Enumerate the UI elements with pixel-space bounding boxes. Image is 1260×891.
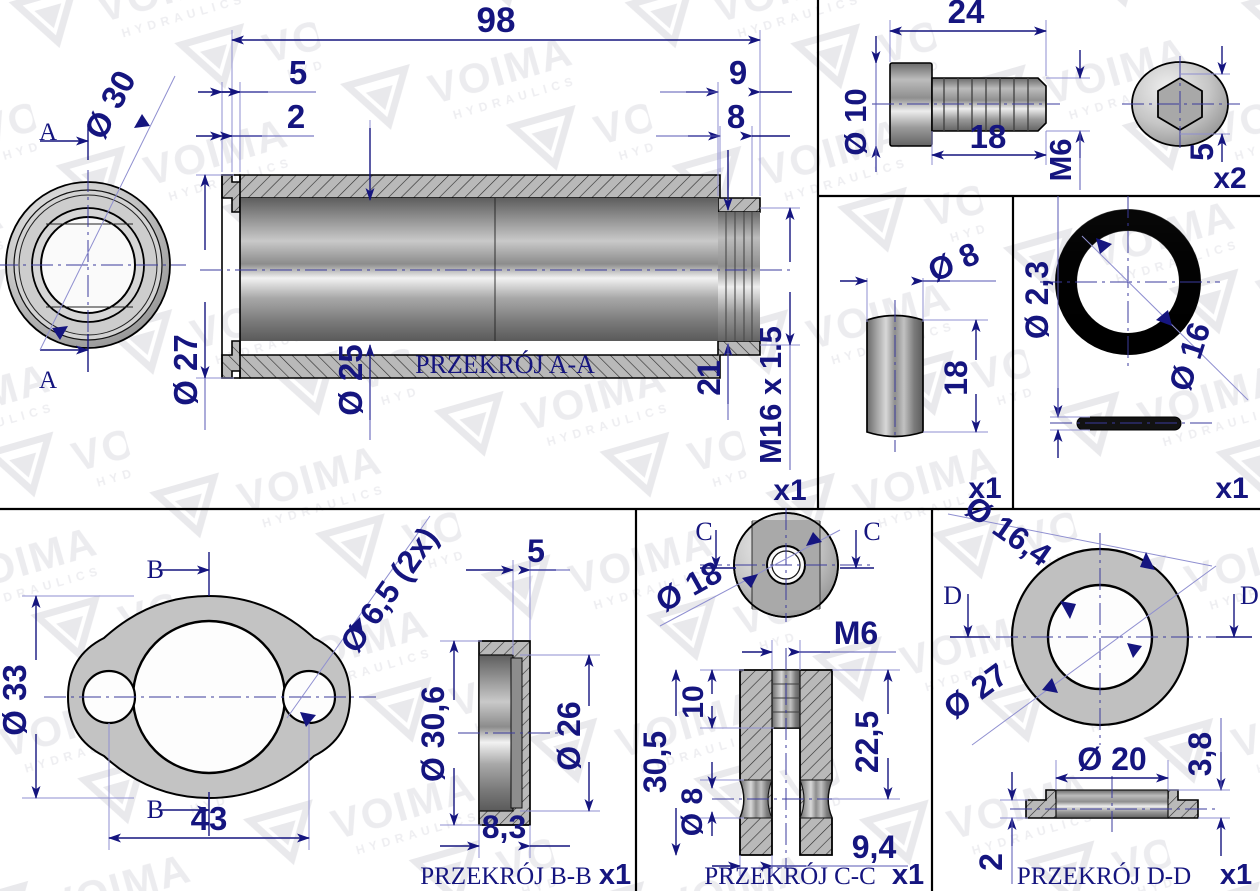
qty-spacer: x1: [892, 859, 924, 891]
svg-text:Ø 26: Ø 26: [551, 701, 587, 770]
dim-pin-dia: Ø 8: [840, 235, 996, 322]
svg-text:Ø 27: Ø 27: [937, 656, 1014, 726]
svg-text:21: 21: [691, 360, 727, 396]
svg-text:9,4: 9,4: [852, 829, 897, 865]
svg-text:M6: M6: [834, 615, 878, 651]
section-label-aa: PRZEKRÓJ A-A: [415, 350, 595, 379]
svg-text:A: A: [39, 367, 57, 394]
svg-text:C: C: [863, 517, 880, 546]
svg-text:Ø 30,6: Ø 30,6: [415, 686, 451, 782]
svg-text:2: 2: [287, 98, 305, 135]
svg-text:Ø 33: Ø 33: [0, 664, 33, 736]
panel-gasket: B B Ø 33 43 Ø 6: [0, 515, 631, 891]
qty-washer: x1: [1220, 859, 1252, 891]
svg-text:Ø 16,4: Ø 16,4: [959, 489, 1059, 574]
svg-text:Ø 30: Ø 30: [77, 64, 143, 145]
svg-text:22,5: 22,5: [849, 711, 885, 773]
svg-text:5: 5: [527, 533, 545, 569]
svg-text:C: C: [695, 517, 712, 546]
dim-bolt-thread: M6: [1043, 50, 1090, 190]
section-label-cc: PRZEKRÓJ C-C: [704, 862, 876, 890]
svg-text:3,8: 3,8: [1182, 732, 1218, 776]
svg-text:2: 2: [973, 853, 1009, 871]
panel-washer: D D Ø 16,4 Ø 27: [937, 489, 1259, 891]
svg-text:Ø 27: Ø 27: [167, 334, 204, 406]
section-label-dd: PRZEKRÓJ D-D: [1017, 862, 1191, 890]
dim-flange-dia-27: Ø 27: [167, 174, 234, 430]
svg-text:18: 18: [938, 360, 974, 396]
svg-text:8: 8: [727, 98, 745, 135]
spacer-section-cc: M6 10 30,5: [637, 615, 908, 876]
svg-text:24: 24: [948, 0, 985, 30]
qty-cylinder: x1: [773, 474, 806, 507]
dim-2: 2: [196, 98, 314, 172]
dim-spacer-height: 30,5: [637, 669, 681, 856]
panel-oring: Ø 2,3 Ø 16 x1: [1019, 196, 1249, 505]
svg-text:18: 18: [970, 118, 1007, 155]
panel-cylinder: A A Ø 30: [0, 1, 807, 507]
svg-text:98: 98: [477, 1, 516, 40]
dim-washer-thickness: 3,8: [1168, 718, 1230, 856]
svg-text:8,3: 8,3: [482, 809, 526, 845]
qty-bolt: x2: [1213, 162, 1246, 195]
cylinder-section-view: [200, 174, 790, 379]
svg-text:43: 43: [191, 800, 228, 837]
dim-length-98: 98: [231, 1, 761, 196]
dim-thread-m16: M16 x 1.5: [753, 207, 800, 470]
svg-text:M6: M6: [1043, 138, 1078, 181]
panel-spacer: C C Ø 18: [637, 508, 924, 891]
svg-text:Ø 20: Ø 20: [1077, 741, 1146, 777]
svg-text:B: B: [147, 555, 164, 584]
panel-bolt: 24 Ø 10 18 M6: [838, 0, 1247, 195]
svg-text:Ø 8: Ø 8: [676, 788, 709, 836]
dim-pin-length: 18: [923, 319, 988, 433]
dim-bolt-head-dia: Ø 10: [838, 36, 881, 172]
qty-gasket: x1: [599, 859, 631, 891]
svg-text:Ø 2,3: Ø 2,3: [1019, 261, 1055, 339]
section-label-bb: PRZEKRÓJ B-B: [420, 862, 592, 890]
cylinder-end-view: [0, 170, 186, 360]
dim-gasket-seat-depth: 5: [466, 533, 570, 655]
svg-text:5: 5: [1184, 143, 1220, 161]
panel-pin: Ø 8 18 x1: [840, 235, 1002, 505]
dim-spacer-shoulder: 22,5: [832, 669, 900, 800]
washer-section-dd: Ø 20 3,8 2: [973, 718, 1230, 884]
svg-text:D: D: [1240, 581, 1259, 610]
svg-text:Ø 6,5 (2x): Ø 6,5 (2x): [333, 520, 445, 659]
dim-oring-dia: Ø 16: [1081, 235, 1249, 401]
svg-text:A: A: [39, 119, 57, 146]
svg-text:10: 10: [677, 685, 710, 718]
svg-text:D: D: [943, 581, 962, 610]
dim-spacer-thread: M6: [742, 615, 896, 670]
svg-text:B: B: [147, 795, 164, 824]
dim-gasket-thickness: 8,3: [440, 809, 570, 858]
svg-text:Ø 25: Ø 25: [332, 344, 369, 416]
svg-text:5: 5: [289, 54, 307, 91]
svg-text:Ø 10: Ø 10: [838, 88, 873, 155]
gasket-section-bb: 5 Ø 30,6 Ø 26: [415, 533, 600, 858]
svg-text:30,5: 30,5: [637, 731, 673, 793]
qty-oring: x1: [1215, 472, 1248, 505]
svg-text:M16 x 1.5: M16 x 1.5: [753, 326, 788, 464]
svg-text:9: 9: [729, 54, 747, 91]
